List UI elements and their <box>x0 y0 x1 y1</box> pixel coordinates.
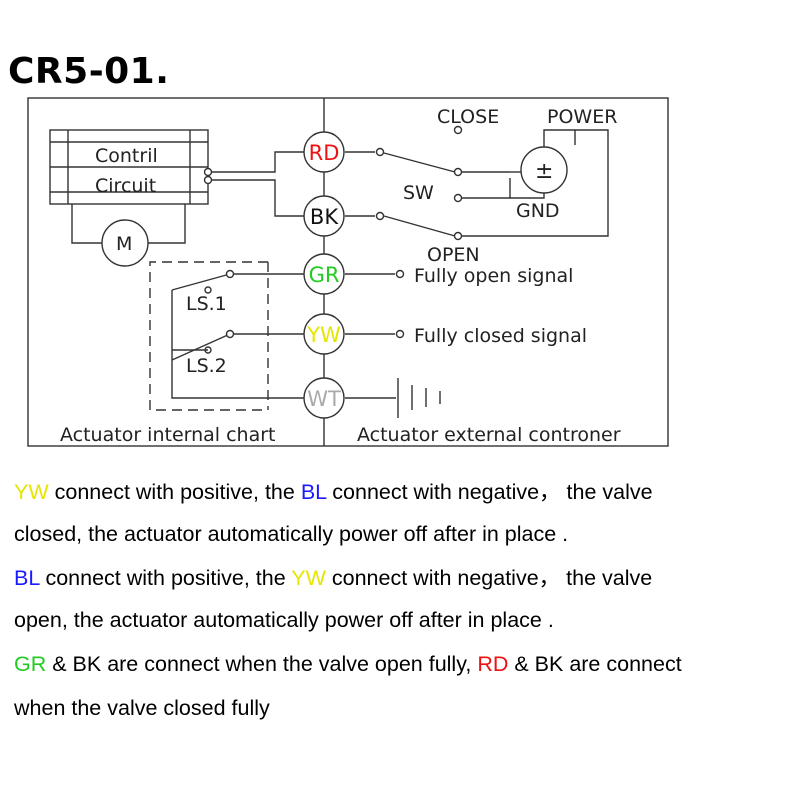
sw-label: SW <box>403 182 434 204</box>
wire-color-gr: GR <box>14 652 47 676</box>
page-title: CR5-01. <box>8 51 170 92</box>
description-line-6: when the valve closed fully <box>14 696 270 720</box>
description-text: & BK are connect <box>508 652 682 676</box>
terminal-gr-label: GR <box>309 263 340 287</box>
fully-open-signal-label: Fully open signal <box>414 265 573 287</box>
gnd-label: GND <box>516 200 560 222</box>
description-text: connect with positive, the <box>48 480 301 504</box>
diagram-frame <box>27 97 669 447</box>
description-line-5: GR & BK are connect when the valve open … <box>14 650 682 678</box>
wire-color-rd: RD <box>477 652 509 676</box>
terminal-wt <box>303 377 345 419</box>
fully-closed-signal-label: Fully closed signal <box>414 325 587 347</box>
description-text: connect with negative， the valve <box>326 480 653 504</box>
terminal-rd-label: RD <box>309 141 340 165</box>
ls2-label: LS.2 <box>186 355 227 377</box>
wire-color-yw: YW <box>14 480 49 504</box>
power-label: POWER <box>547 106 617 128</box>
description-text: & BK are connect when the valve open ful… <box>46 652 478 676</box>
power-symbol: ± <box>535 159 553 184</box>
close-label: CLOSE <box>437 106 499 128</box>
description-text: connect with negative， the valve <box>325 566 653 590</box>
description-line-1: YW connect with positive, the BL connect… <box>14 478 653 506</box>
wire-color-yw: YW <box>291 566 326 590</box>
wire-color-bl: BL <box>14 566 40 590</box>
description-line-3: BL connect with positive, the YW connect… <box>14 564 652 592</box>
open-label: OPEN <box>427 244 480 266</box>
ls1-label: LS.1 <box>186 293 227 315</box>
terminal-bk-label: BK <box>310 205 339 229</box>
control-label-line2: Circuit <box>95 175 156 197</box>
description-line-4: open, the actuator automatically power o… <box>14 608 554 632</box>
external-caption: Actuator external controner <box>357 424 621 446</box>
terminal-yw-label: YW <box>306 323 341 347</box>
description-text: connect with positive, the <box>39 566 292 590</box>
terminal-bk <box>303 195 345 237</box>
description-line-2: closed, the actuator automatically power… <box>14 522 569 546</box>
terminal-yw <box>303 313 345 355</box>
terminal-rd <box>303 131 345 173</box>
terminal-wt-label: WT <box>307 387 341 411</box>
wiring-diagram: RD BK GR YW WT Contril Circuit M LS.1 LS… <box>27 97 669 447</box>
motor-label: M <box>116 233 132 255</box>
internal-caption: Actuator internal chart <box>60 424 276 446</box>
terminal-gr <box>303 253 345 295</box>
wire-color-bl: BL <box>300 480 327 504</box>
control-label-line1: Contril <box>95 145 158 167</box>
